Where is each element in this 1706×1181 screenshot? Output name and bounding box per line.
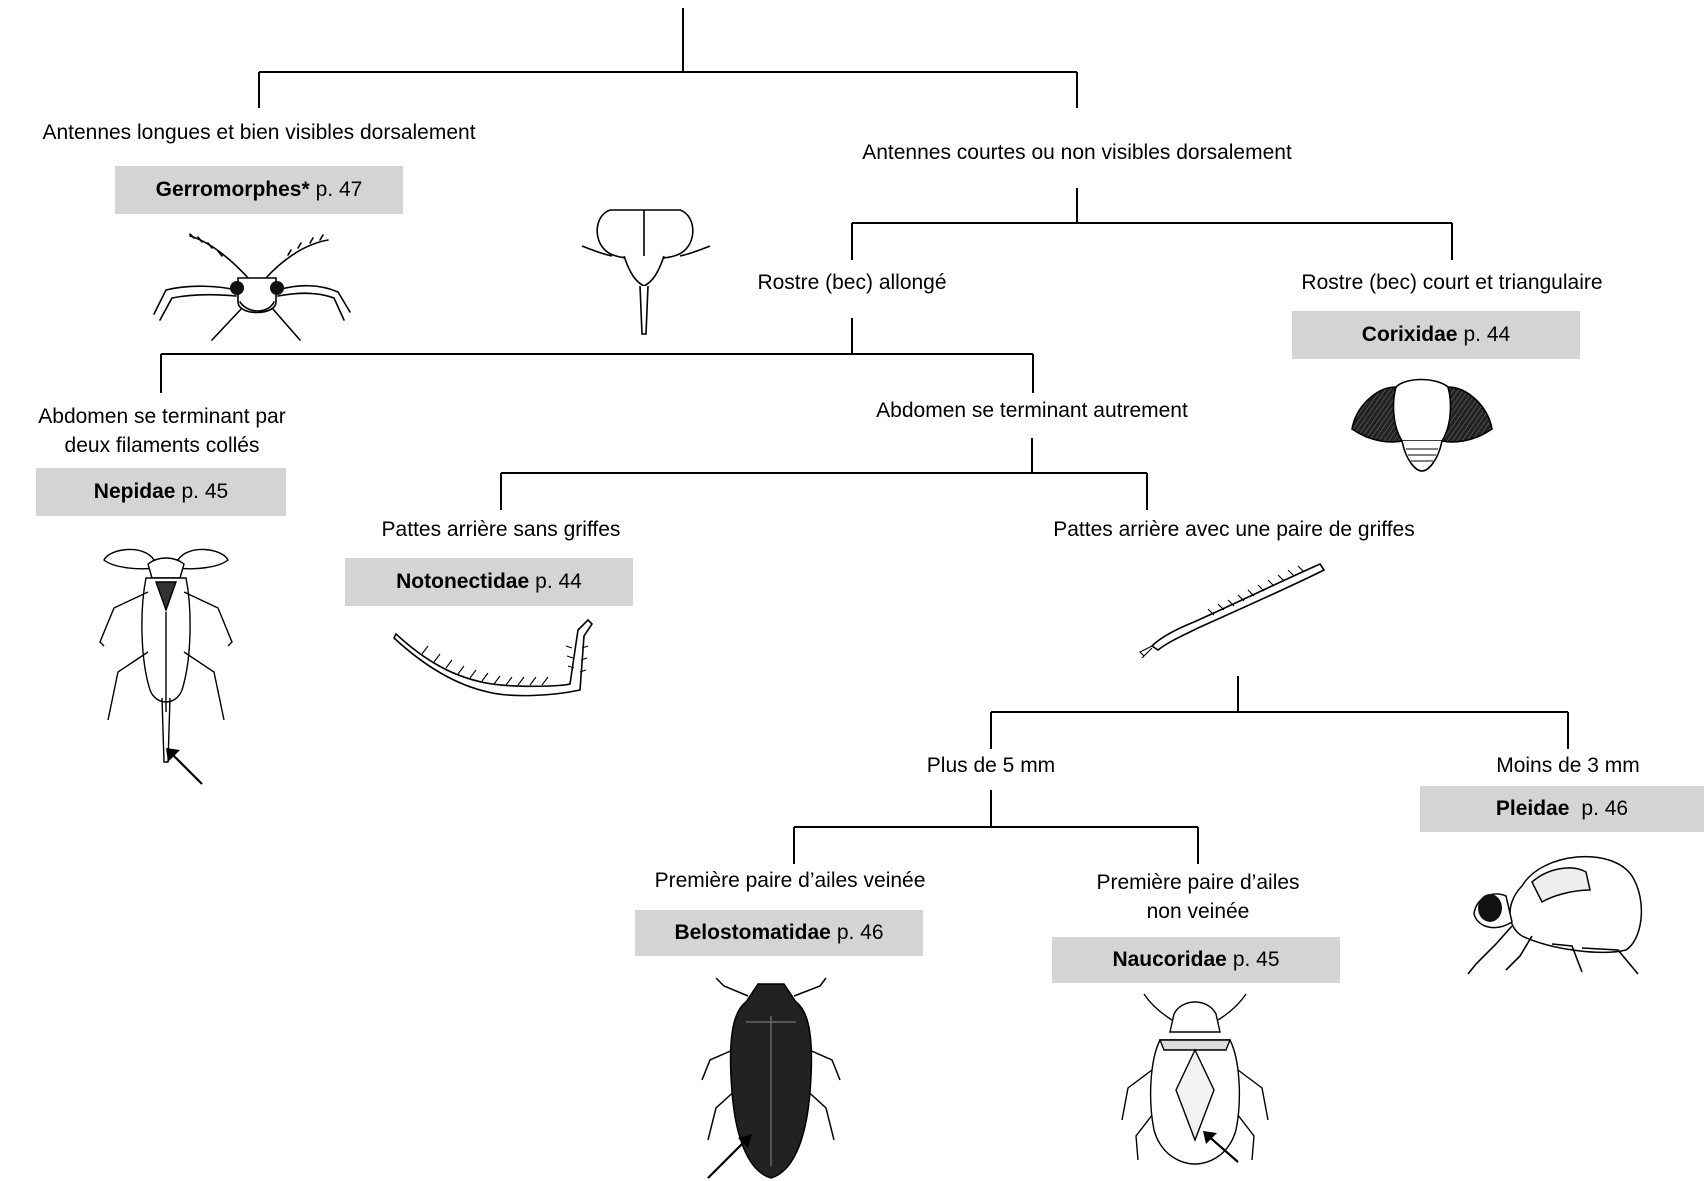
node-abdomen-filaments-line1: Abdomen se terminant par <box>38 405 286 428</box>
node-over-5mm: Plus de 5 mm <box>926 754 1056 777</box>
node-wings-veined: Première paire d’ailes veinée <box>654 869 926 892</box>
taxon-naucoridae-name: Naucoridae <box>1112 948 1227 971</box>
belostomatidae-body-illustration <box>701 977 841 1179</box>
node-rostrum-short: Rostre (bec) court et triangulaire <box>1301 271 1603 294</box>
taxon-pleidae-page: p. 46 <box>1581 797 1629 820</box>
node-antennae-long: Antennes longues et bien visibles dorsal… <box>42 121 476 144</box>
node-antennae-short: Antennes courtes ou non visibles dorsale… <box>862 141 1292 164</box>
taxon-corixidae-name: Corixidae <box>1361 323 1458 346</box>
taxon-belostomatidae-name: Belostomatidae <box>674 921 831 944</box>
naucoridae-pointer-arrow <box>1203 1131 1239 1163</box>
belostomatidae-pointer-arrow <box>707 1134 752 1179</box>
taxon-corixidae-page: p. 44 <box>1463 323 1511 346</box>
taxon-gerromorphes-name: Gerromorphes* <box>155 178 310 201</box>
taxon-gerromorphes-page: p. 47 <box>315 178 363 201</box>
corixidae-head-illustration <box>1351 378 1493 472</box>
taxon-pleidae-box: Pleidae p. 46 <box>1420 786 1704 832</box>
taxon-gerromorphes-box: Gerromorphes*p. 47 <box>115 166 403 214</box>
taxon-nepidae-page: p. 45 <box>181 480 229 503</box>
nepidae-pointer-arrow <box>166 748 203 785</box>
nepidae-body-illustration <box>99 548 233 763</box>
node-abdomen-other: Abdomen se terminant autrement <box>876 399 1188 422</box>
node-wings-not-veined: Première paire d’ailes non veinée <box>1058 868 1338 926</box>
taxon-notonectidae-name: Notonectidae <box>396 570 530 593</box>
taxon-belostomatidae-page: p. 46 <box>836 921 884 944</box>
node-rostrum-long: Rostre (bec) allongé <box>757 271 947 294</box>
node-under-3mm: Moins de 3 mm <box>1496 754 1640 777</box>
notonectidae-leg-illustration <box>393 618 594 697</box>
taxon-naucoridae-page: p. 45 <box>1232 948 1280 971</box>
node-abdomen-filaments: Abdomen se terminant par deux filaments … <box>12 402 312 460</box>
taxon-notonectidae-page: p. 44 <box>535 570 582 593</box>
rostrum-long-head-illustration <box>581 209 711 335</box>
node-legs-no-claws: Pattes arrière sans griffes <box>381 518 621 541</box>
taxon-pleidae-name: Pleidae <box>1495 797 1570 820</box>
pleidae-body-illustration <box>1467 855 1643 975</box>
node-abdomen-filaments-line2: deux filaments collés <box>64 434 260 457</box>
naucoridae-body-illustration <box>1121 993 1269 1165</box>
gerromorph-head-illustration <box>153 233 351 341</box>
taxon-nepidae-name: Nepidae <box>93 480 176 503</box>
node-wings-not-veined-line1: Première paire d’ailes <box>1096 871 1300 894</box>
claw-leg-illustration <box>1139 562 1326 658</box>
node-legs-claws: Pattes arrière avec une paire de griffes <box>1053 518 1415 541</box>
node-wings-not-veined-line2: non veinée <box>1146 900 1250 923</box>
